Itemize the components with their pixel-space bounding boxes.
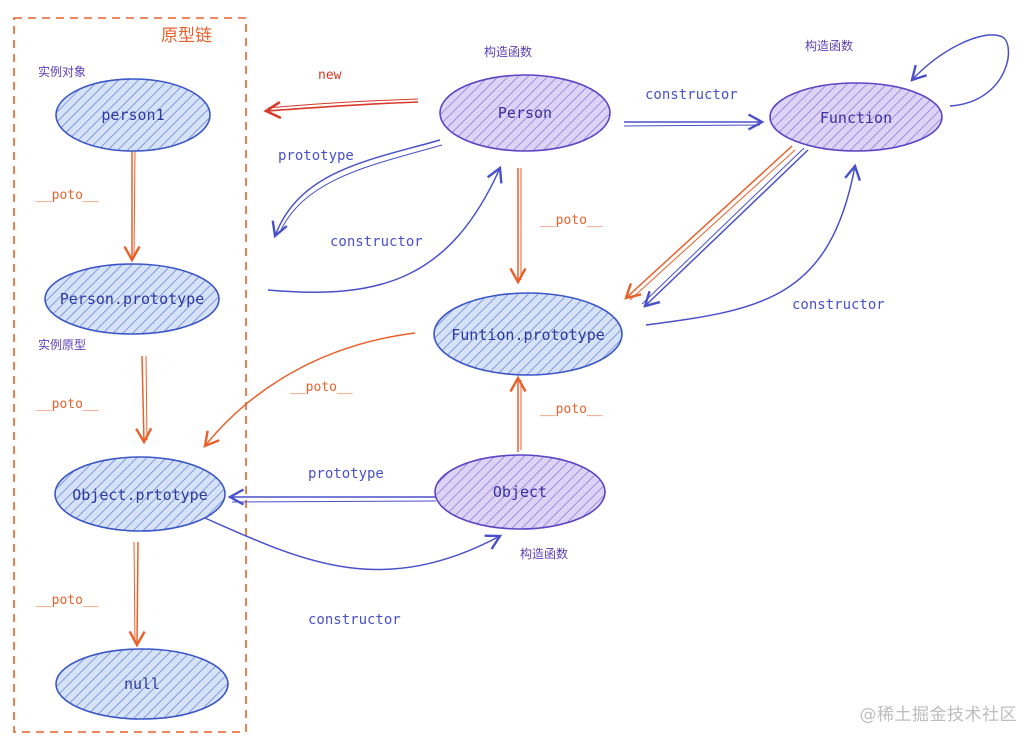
node-person1: person1	[55, 78, 211, 152]
edge-personproto-constructor	[267, 165, 503, 293]
svg-text:Person: Person	[498, 104, 552, 122]
edge-personproto-proto	[135, 355, 153, 445]
node-null: null	[55, 648, 229, 720]
svg-text:Person.prototype: Person.prototype	[60, 290, 205, 308]
prototype-chain-title: 原型链	[161, 26, 212, 46]
svg-text:person1: person1	[101, 106, 164, 124]
label-ctor-function: 构造函数	[805, 38, 853, 53]
label-constructor-object: constructor	[308, 612, 401, 628]
svg-text:null: null	[124, 675, 160, 693]
label-proto-3: __poto__	[36, 593, 99, 608]
svg-text:Function: Function	[820, 109, 892, 127]
edge-person-prototype	[271, 139, 441, 239]
edge-objproto-proto	[128, 541, 146, 648]
node-object-prototype: Object.prtotype	[54, 456, 226, 532]
edge-funproto-constructor	[645, 163, 862, 326]
label-prototype-object: prototype	[308, 466, 384, 482]
label-proto-4: __poto__	[540, 213, 603, 228]
node-person: Person	[439, 74, 611, 152]
node-funtion-prototype: Funtion.prototype	[433, 292, 623, 376]
label-proto-2: __poto__	[36, 397, 99, 412]
edge-function-prototype	[643, 149, 809, 308]
label-ctor-object: 构造函数	[520, 546, 568, 561]
label-constructor-funproto: constructor	[792, 297, 885, 313]
label-constructor-person: constructor	[330, 234, 423, 250]
label-instance-prototype: 实例原型	[38, 337, 86, 352]
svg-text:Object: Object	[493, 483, 547, 501]
label-new: new	[318, 68, 342, 83]
edge-function-self	[910, 34, 1010, 107]
label-proto-1: __poto__	[36, 188, 99, 203]
label-instance-object: 实例对象	[38, 64, 86, 79]
node-person-prototype: Person.prototype	[44, 263, 220, 335]
label-proto-6: __poto__	[540, 402, 603, 417]
prototype-chain-frame	[13, 17, 247, 733]
watermark: @稀土掘金技术社区	[859, 705, 1017, 725]
node-function: Function	[769, 82, 943, 152]
svg-text:Object.prtotype: Object.prtotype	[72, 486, 207, 504]
edge-objproto-constructor	[204, 517, 503, 571]
label-ctor-person: 构造函数	[484, 44, 532, 59]
label-proto-5: __poto__	[290, 380, 353, 395]
label-constructor-function: constructor	[645, 87, 738, 103]
label-prototype-person: prototype	[278, 148, 354, 164]
svg-text:Funtion.prototype: Funtion.prototype	[451, 326, 605, 344]
node-object: Object	[434, 454, 606, 530]
edge-funproto-proto	[203, 332, 416, 448]
edge-function-proto	[624, 145, 793, 300]
edge-new	[263, 100, 419, 120]
